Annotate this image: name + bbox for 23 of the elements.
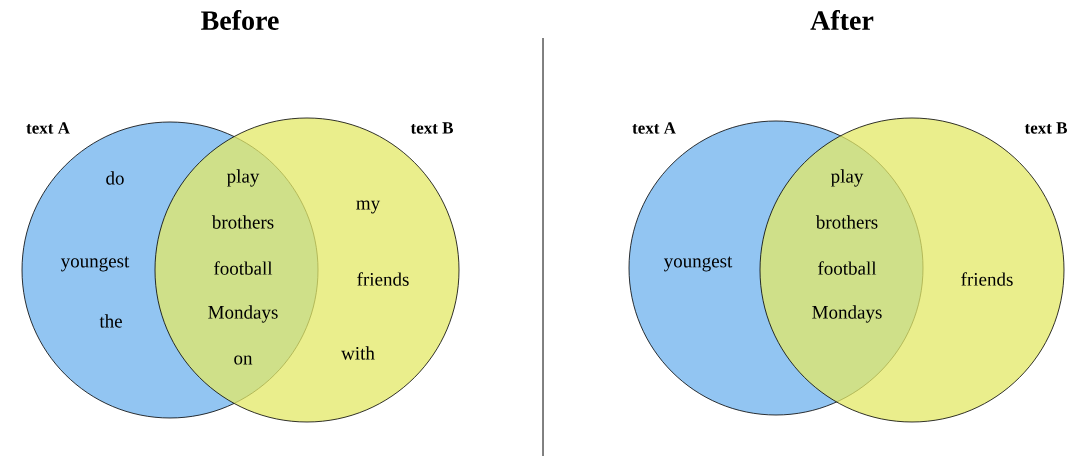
word-label: do bbox=[106, 171, 124, 185]
panel-title: Before bbox=[201, 10, 279, 30]
word-label: play bbox=[226, 169, 260, 187]
word-label: football bbox=[818, 261, 877, 275]
word-label: the bbox=[99, 314, 122, 328]
word-label: my bbox=[356, 200, 381, 214]
panel-title: After bbox=[810, 10, 874, 30]
word-label: play bbox=[830, 169, 864, 187]
word-label: friends bbox=[961, 272, 1013, 286]
word-label: Mondays bbox=[208, 305, 278, 323]
word-label: brothers bbox=[815, 215, 878, 229]
word-label: football bbox=[214, 261, 273, 275]
circle-heading: text B bbox=[1024, 122, 1067, 134]
circle-heading: text A bbox=[26, 122, 70, 134]
word-label: on bbox=[234, 355, 253, 365]
circle-heading: text A bbox=[632, 122, 676, 134]
word-label: friends bbox=[357, 272, 409, 286]
word-label: youngest bbox=[663, 256, 733, 272]
word-label: Mondays bbox=[812, 305, 882, 323]
word-label: brothers bbox=[211, 215, 274, 229]
circle-heading: text B bbox=[410, 122, 453, 134]
word-label: with bbox=[341, 346, 375, 360]
word-label: youngest bbox=[60, 256, 130, 272]
